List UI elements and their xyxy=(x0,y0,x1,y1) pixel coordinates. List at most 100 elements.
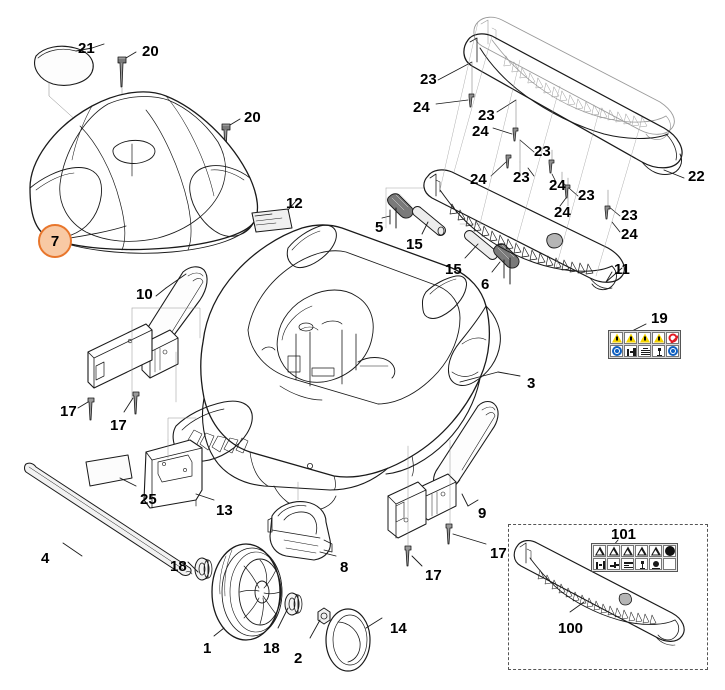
warning-triangle-icon xyxy=(624,332,637,344)
callout-19[interactable]: 19 xyxy=(651,310,668,327)
part-24-screw-d xyxy=(548,159,555,174)
part-3-deck xyxy=(172,224,501,511)
read-manual-icon xyxy=(638,345,651,357)
stop-engine-icon xyxy=(649,558,662,570)
callout-17[interactable]: 17 xyxy=(110,417,127,434)
prohibition-circle-icon xyxy=(663,545,676,557)
keep-distance-icon xyxy=(593,558,606,570)
callout-14[interactable]: 14 xyxy=(390,620,407,637)
part-100-deflector xyxy=(513,539,685,646)
blank-cell xyxy=(663,558,676,570)
callout-8[interactable]: 8 xyxy=(340,559,349,576)
callout-17[interactable]: 17 xyxy=(60,403,77,420)
callout-5[interactable]: 5 xyxy=(375,219,384,236)
part-6-sleeve xyxy=(493,243,520,285)
warning-triangle-icon xyxy=(652,332,665,344)
warning-label-101-row-2 xyxy=(593,558,676,570)
part-17-screw-d xyxy=(445,523,453,545)
callout-15[interactable]: 15 xyxy=(445,261,462,278)
warning-triangle-icon xyxy=(649,545,662,557)
part-17-screw-b xyxy=(132,391,140,415)
callout-11[interactable]: 11 xyxy=(614,261,630,278)
part-12-rating-plate xyxy=(251,208,293,233)
remove-key-icon xyxy=(635,558,648,570)
part-14-hubcap xyxy=(325,608,371,672)
warning-triangle-icon xyxy=(610,332,623,344)
callout-24[interactable]: 24 xyxy=(470,171,487,188)
callout-18[interactable]: 18 xyxy=(263,640,280,657)
callout-23[interactable]: 23 xyxy=(478,107,495,124)
part-24-screw-b xyxy=(512,127,519,142)
keep-distance-icon xyxy=(624,345,637,357)
callout-21[interactable]: 21 xyxy=(78,40,95,57)
warning-label-101-row-1 xyxy=(593,545,676,557)
warning-label-19-row-2 xyxy=(610,345,679,357)
callout-17[interactable]: 17 xyxy=(490,545,507,562)
part-1-wheel xyxy=(211,543,283,641)
part-20-screw-left xyxy=(117,56,127,88)
part-2-nut xyxy=(317,607,331,625)
callout-23[interactable]: 23 xyxy=(513,169,530,186)
part-18-bushing-right xyxy=(284,592,303,616)
prohibition-circle-icon xyxy=(666,332,679,344)
mandatory-circle-icon xyxy=(610,345,623,357)
callout-9[interactable]: 9 xyxy=(478,505,487,522)
part-17-screw-a xyxy=(87,397,95,421)
callout-12[interactable]: 12 xyxy=(286,195,303,212)
callout-23[interactable]: 23 xyxy=(534,143,551,160)
warning-label-19-row-1 xyxy=(610,332,679,344)
callout-23[interactable]: 23 xyxy=(578,187,595,204)
callout-17[interactable]: 17 xyxy=(425,567,442,584)
warning-triangle-icon xyxy=(638,332,651,344)
callout-2[interactable]: 2 xyxy=(294,650,303,667)
mandatory-circle-icon xyxy=(666,345,679,357)
warning-label-101[interactable] xyxy=(591,543,678,572)
warning-triangle-icon xyxy=(593,545,606,557)
warning-triangle-icon xyxy=(607,545,620,557)
callout-100[interactable]: 100 xyxy=(558,620,584,637)
part-4-rod xyxy=(24,462,193,576)
part-24-screw-a xyxy=(468,93,475,108)
warning-triangle-icon xyxy=(621,545,634,557)
callout-18[interactable]: 18 xyxy=(170,558,187,575)
callout-22[interactable]: 22 xyxy=(688,168,705,185)
part-24-screw-c xyxy=(505,154,512,169)
highlighted-part-marker-7[interactable]: 7 xyxy=(38,224,72,258)
callout-1[interactable]: 1 xyxy=(203,640,212,657)
part-24-screw-e xyxy=(564,184,571,199)
part-8-cover xyxy=(267,501,333,561)
part-18-bushing-left xyxy=(194,557,213,581)
part-15-pin-b xyxy=(464,230,498,260)
callout-13[interactable]: 13 xyxy=(216,502,233,519)
callout-24[interactable]: 24 xyxy=(472,123,489,140)
callout-24[interactable]: 24 xyxy=(413,99,430,116)
callout-10[interactable]: 10 xyxy=(136,286,153,303)
part-22-deflector xyxy=(463,16,683,175)
part-21-cap xyxy=(34,45,94,86)
warning-label-19[interactable] xyxy=(608,330,681,359)
part-25-plate xyxy=(85,454,133,487)
callout-24[interactable]: 24 xyxy=(549,177,566,194)
blade-hazard-icon xyxy=(607,558,620,570)
callout-15[interactable]: 15 xyxy=(406,236,423,253)
callout-4[interactable]: 4 xyxy=(41,550,50,567)
part-24-screw-f xyxy=(604,205,611,220)
part-7-hood xyxy=(29,91,259,254)
callout-3[interactable]: 3 xyxy=(527,375,536,392)
callout-23[interactable]: 23 xyxy=(420,71,437,88)
callout-23[interactable]: 23 xyxy=(621,207,638,224)
remove-key-icon xyxy=(652,345,665,357)
callout-24[interactable]: 24 xyxy=(554,204,571,221)
callout-6[interactable]: 6 xyxy=(481,276,490,293)
callout-20[interactable]: 20 xyxy=(142,43,159,60)
callout-20[interactable]: 20 xyxy=(244,109,261,126)
inset-detail-box xyxy=(508,524,708,670)
part-10-arm xyxy=(87,323,153,389)
callout-24[interactable]: 24 xyxy=(621,226,638,243)
callout-25[interactable]: 25 xyxy=(140,491,157,508)
part-5-sleeve xyxy=(387,193,414,229)
callout-101[interactable]: 101 xyxy=(611,526,637,543)
read-manual-icon xyxy=(621,558,634,570)
